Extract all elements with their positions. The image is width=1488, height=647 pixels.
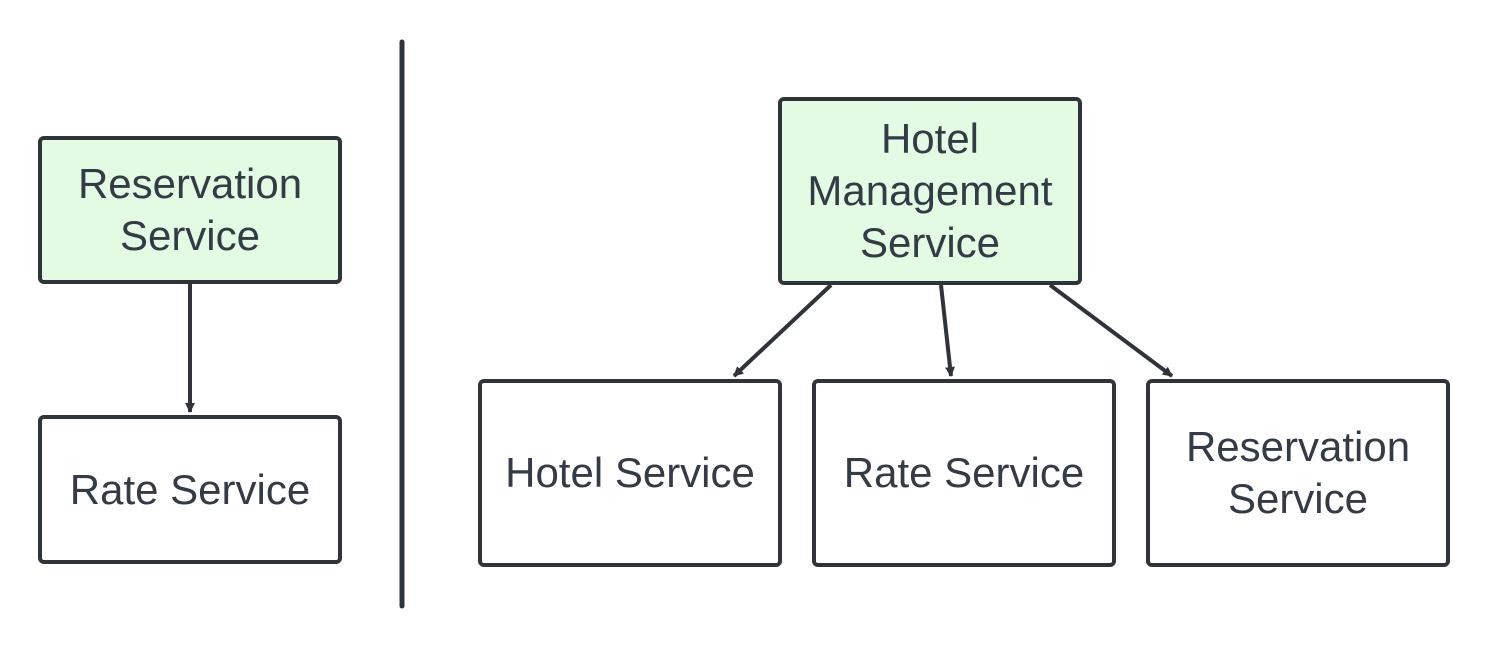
hotel-management-service-node: Hotel Management Service	[778, 97, 1082, 285]
left-rate-service-label: Rate Service	[69, 465, 311, 513]
right-reservation-service-node: Reservation Service	[1146, 379, 1450, 567]
arrow-management-to-reservation	[1048, 283, 1174, 378]
right-rate-service-label: Rate Service	[843, 449, 1085, 496]
arrow-management-to-rate	[939, 284, 955, 377]
left-reservation-line2: Service	[119, 212, 261, 259]
right-rate-service-node: Rate Service	[812, 379, 1116, 567]
left-reservation-line1: Reservation	[77, 160, 303, 207]
left-rate-service-node: Rate Service	[38, 415, 342, 564]
left-reservation-service-node: Reservation Service	[38, 136, 342, 284]
right-reservation-line2: Service	[1227, 475, 1369, 522]
hotel-service-node: Hotel Service	[478, 379, 782, 567]
hotel-service-label: Hotel Service	[505, 449, 755, 496]
right-reservation-line1: Reservation	[1185, 423, 1411, 470]
hotel-management-line2: Management	[807, 167, 1053, 214]
arrow-management-to-hotel	[732, 283, 833, 378]
hotel-management-line3: Service	[859, 219, 1001, 266]
hotel-management-line1: Hotel	[880, 115, 980, 162]
